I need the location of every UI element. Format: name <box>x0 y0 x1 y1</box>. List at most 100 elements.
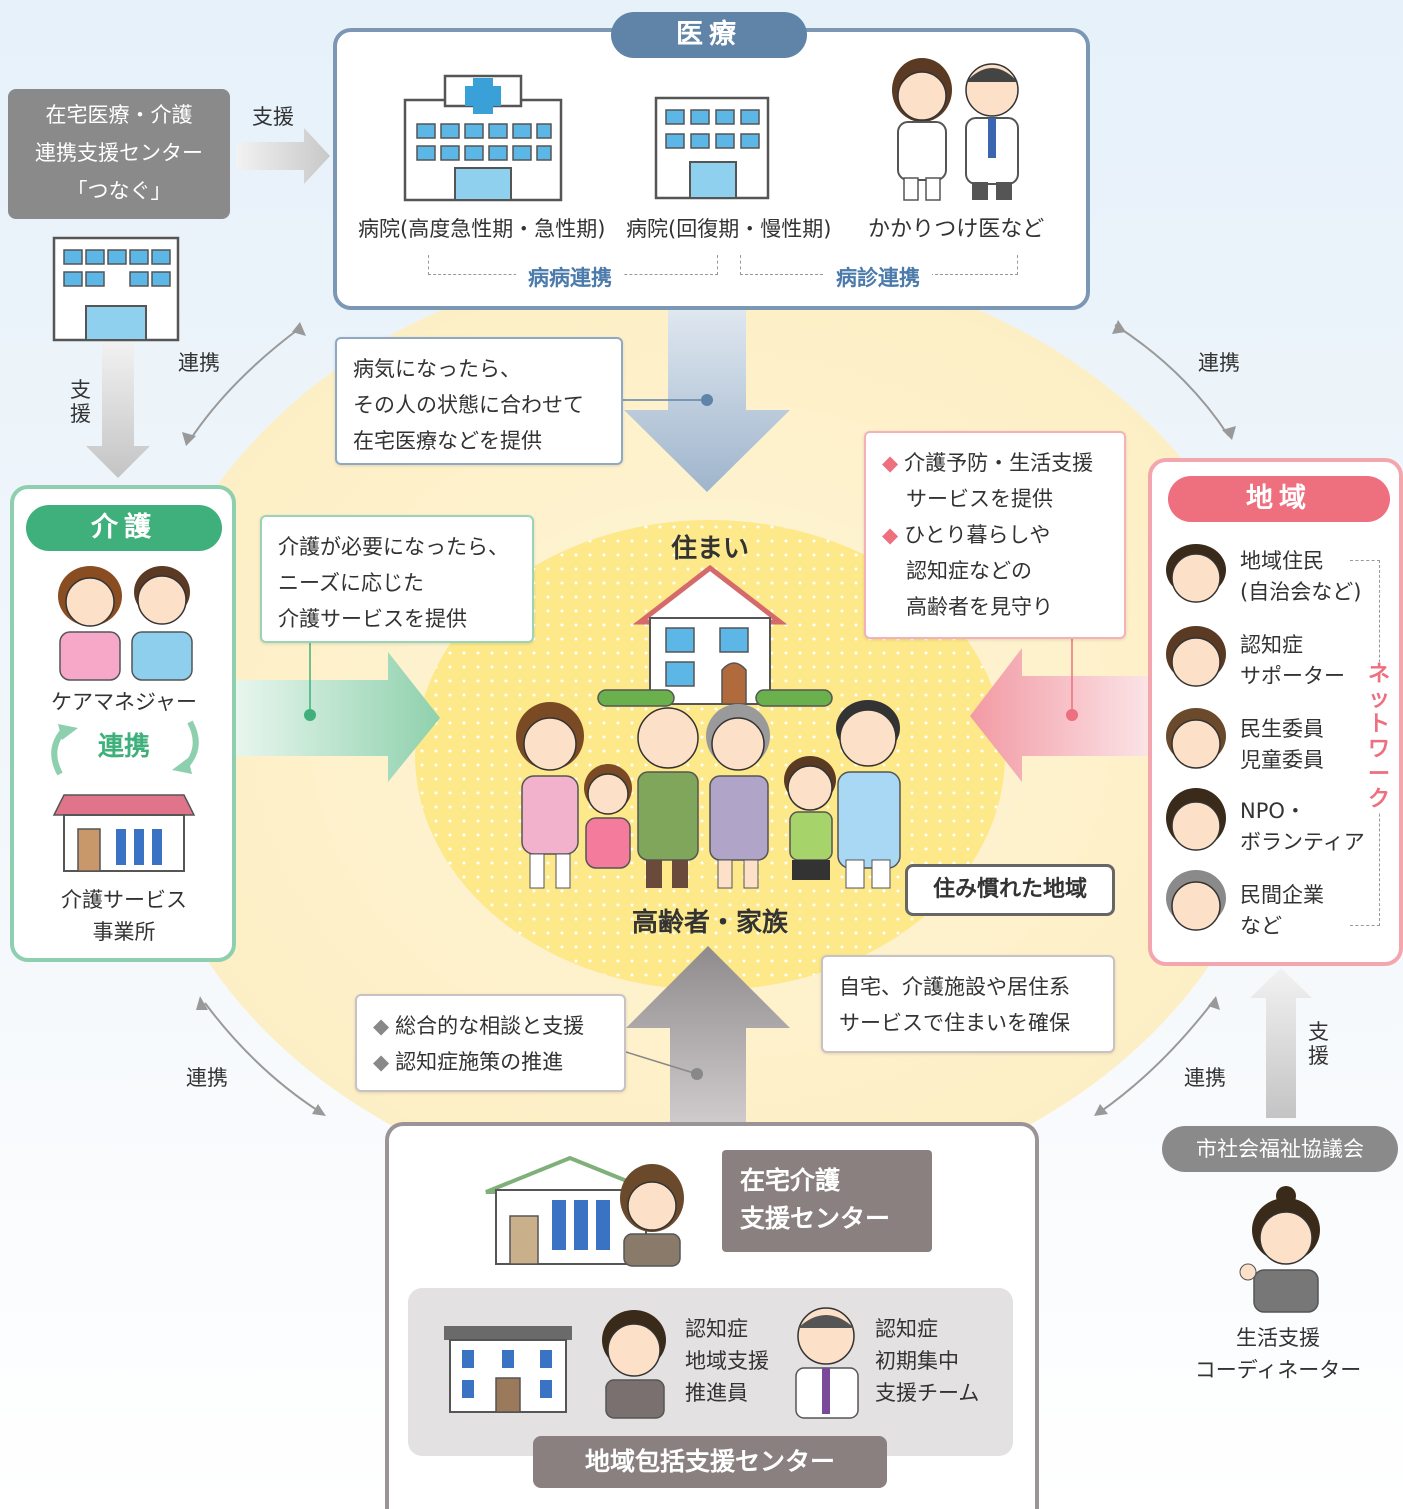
community-callout-line: ひとり暮らしや <box>904 523 1051 547</box>
network-char: ー <box>1367 762 1390 787</box>
care-office-line: 介護サービス <box>61 888 187 912</box>
network-char: ワ <box>1367 737 1390 762</box>
link-curve-top-left <box>189 327 301 441</box>
hedge-right-icon <box>755 689 833 707</box>
dementia-team-line: 初期集中 <box>875 1349 959 1373</box>
hospital-chronic-label: 病院(回復期・慢性期) <box>626 217 832 241</box>
community-member-line: ボランティア <box>1240 830 1365 854</box>
hospital-chronic-icon <box>654 96 770 200</box>
link-curve-bottom-left <box>204 1002 321 1113</box>
kaigo-panel <box>10 485 236 962</box>
arrow-support-chiiki <box>1250 968 1312 1118</box>
medical-callout: 病気になったら、 その人の状態に合わせて 在宅医療などを提供 <box>335 337 623 465</box>
medical-callout-line: 病気になったら、 <box>353 357 521 381</box>
community-member-line: サポーター <box>1240 664 1345 688</box>
people-label: 高齢者・家族 <box>631 908 788 938</box>
community-callout-line: 介護予防・生活支援 <box>904 451 1094 475</box>
kaigo-callout-line: ニーズに応じた <box>278 571 424 595</box>
community-member-line: 民生委員 <box>1240 717 1324 741</box>
network-char: ッ <box>1367 687 1390 712</box>
community-callout-line: 高齢者を見守り <box>906 595 1053 619</box>
comprehensive-building-icon <box>444 1326 572 1413</box>
dementia-promoter-line: 地域支援 <box>685 1349 769 1373</box>
community-member-line: (自治会など) <box>1240 580 1362 604</box>
link-curve-top-right <box>1114 324 1229 436</box>
home-label: 住まい <box>670 534 749 564</box>
arrow-support-kaigo <box>86 340 150 478</box>
home-care-center-line: 在宅介護 <box>740 1166 841 1195</box>
kaigo-title: 介護 <box>26 505 222 551</box>
diamond-bullet-icon: ◆ <box>882 523 899 547</box>
network-char: ネ <box>1367 662 1390 687</box>
support-label-community: 支援 <box>1308 1020 1329 1068</box>
doctor-person-icon <box>795 1307 859 1419</box>
tsunagu-support-center: 在宅医療・介護 連携支援センター 「つなぐ」 <box>8 89 230 219</box>
community-member-line: 民間企業 <box>1240 883 1324 907</box>
link-label-bottom-right: 連携 <box>1184 1066 1226 1090</box>
housing-callout-line: 自宅、介護施設や居住系 <box>839 975 1070 999</box>
support-label-kaigo: 支援 <box>70 378 91 426</box>
diamond-bullet-icon: ◆ <box>882 451 899 475</box>
arrow-kaigo-right <box>236 652 440 782</box>
network-char: ト <box>1367 712 1390 737</box>
home-care-center-line: 支援センター <box>740 1204 891 1233</box>
link-label-top-left: 連携 <box>178 351 220 375</box>
hospital-acute-icon <box>403 74 563 202</box>
home-care-support-center: 在宅介護 支援センター <box>722 1150 932 1252</box>
dementia-team-line: 支援チーム <box>875 1381 980 1405</box>
coordinator-label: 生活支援 コーディネーター <box>1170 1322 1386 1386</box>
dementia-team-line: 認知症 <box>875 1317 938 1341</box>
promoter-person-icon <box>602 1310 666 1419</box>
dementia-promoter-label: 認知症 地域支援 推進員 <box>685 1313 769 1409</box>
doctors-icon <box>892 58 1019 201</box>
coordinator-icon <box>1239 1186 1320 1313</box>
home-care-center-icon <box>485 1155 684 1267</box>
care-office-line: 事業所 <box>92 920 156 944</box>
care-managers-icon <box>58 566 193 681</box>
link-label-top-right: 連携 <box>1198 351 1240 375</box>
house-icon <box>632 564 788 705</box>
community-faces-icon <box>1166 544 1226 931</box>
social-welfare-council: 市社会福祉協議会 <box>1162 1126 1398 1172</box>
housing-callout: 自宅、介護施設や居住系 サービスで住まいを確保 <box>821 955 1115 1053</box>
housing-callout-line: サービスで住まいを確保 <box>839 1011 1070 1035</box>
kaigo-link-label: 連携 <box>97 732 150 762</box>
comprehensive-callout-line: 総合的な相談と支援 <box>395 1014 585 1038</box>
community-member: 民生委員 児童委員 <box>1240 714 1324 776</box>
community-member-line: 児童委員 <box>1240 748 1324 772</box>
community-member: NPO・ ボランティア <box>1240 796 1365 858</box>
arrow-support-medical <box>236 128 330 184</box>
kaigo-callout-line: 介護サービスを提供 <box>278 607 467 631</box>
diamond-bullet-icon: ◆ <box>373 1014 390 1038</box>
hospital-link-label: 病病連携 <box>516 262 624 292</box>
tsunagu-line: 「つなぐ」 <box>66 179 172 203</box>
link-curve-bottom-right <box>1099 1002 1213 1113</box>
care-office-icon <box>52 794 196 872</box>
community-member-line: 地域住民 <box>1240 549 1324 573</box>
care-manager-label: ケアマネジャー <box>51 690 197 714</box>
coordinator-line: コーディネーター <box>1194 1358 1362 1382</box>
community-member: 認知症 サポーター <box>1240 630 1345 692</box>
medical-callout-line: その人の状態に合わせて <box>353 393 584 417</box>
clinic-link-label: 病診連携 <box>824 262 932 292</box>
tsunagu-line: 在宅医療・介護 <box>45 103 193 127</box>
medical-callout-line: 在宅医療などを提供 <box>353 429 542 453</box>
hedge-left-icon <box>597 689 675 707</box>
tsunagu-line: 連携支援センター <box>35 141 203 165</box>
hospital-acute-label: 病院(高度急性期・急性期) <box>358 217 606 241</box>
community-member: 民間企業 など <box>1240 880 1324 942</box>
community-callout-line: 認知症などの <box>906 559 1032 583</box>
kaigo-callout: 介護が必要になったら、 ニーズに応じた 介護サービスを提供 <box>260 515 534 643</box>
arrow-chiiki-left <box>970 648 1148 782</box>
community-member: 地域住民 (自治会など) <box>1240 546 1361 608</box>
community-member-line: NPO・ <box>1240 799 1306 823</box>
network-char: ク <box>1367 787 1390 812</box>
coordinator-line: 生活支援 <box>1236 1326 1320 1350</box>
support-center-building-icon <box>52 236 180 342</box>
link-label-bottom-left: 連携 <box>186 1066 228 1090</box>
community-member-line: 認知症 <box>1240 633 1303 657</box>
community-member-line: など <box>1240 914 1282 938</box>
arrow-houkatsu-up <box>626 946 790 1122</box>
dementia-team-label: 認知症 初期集中 支援チーム <box>875 1313 979 1409</box>
family-icon <box>516 700 901 889</box>
